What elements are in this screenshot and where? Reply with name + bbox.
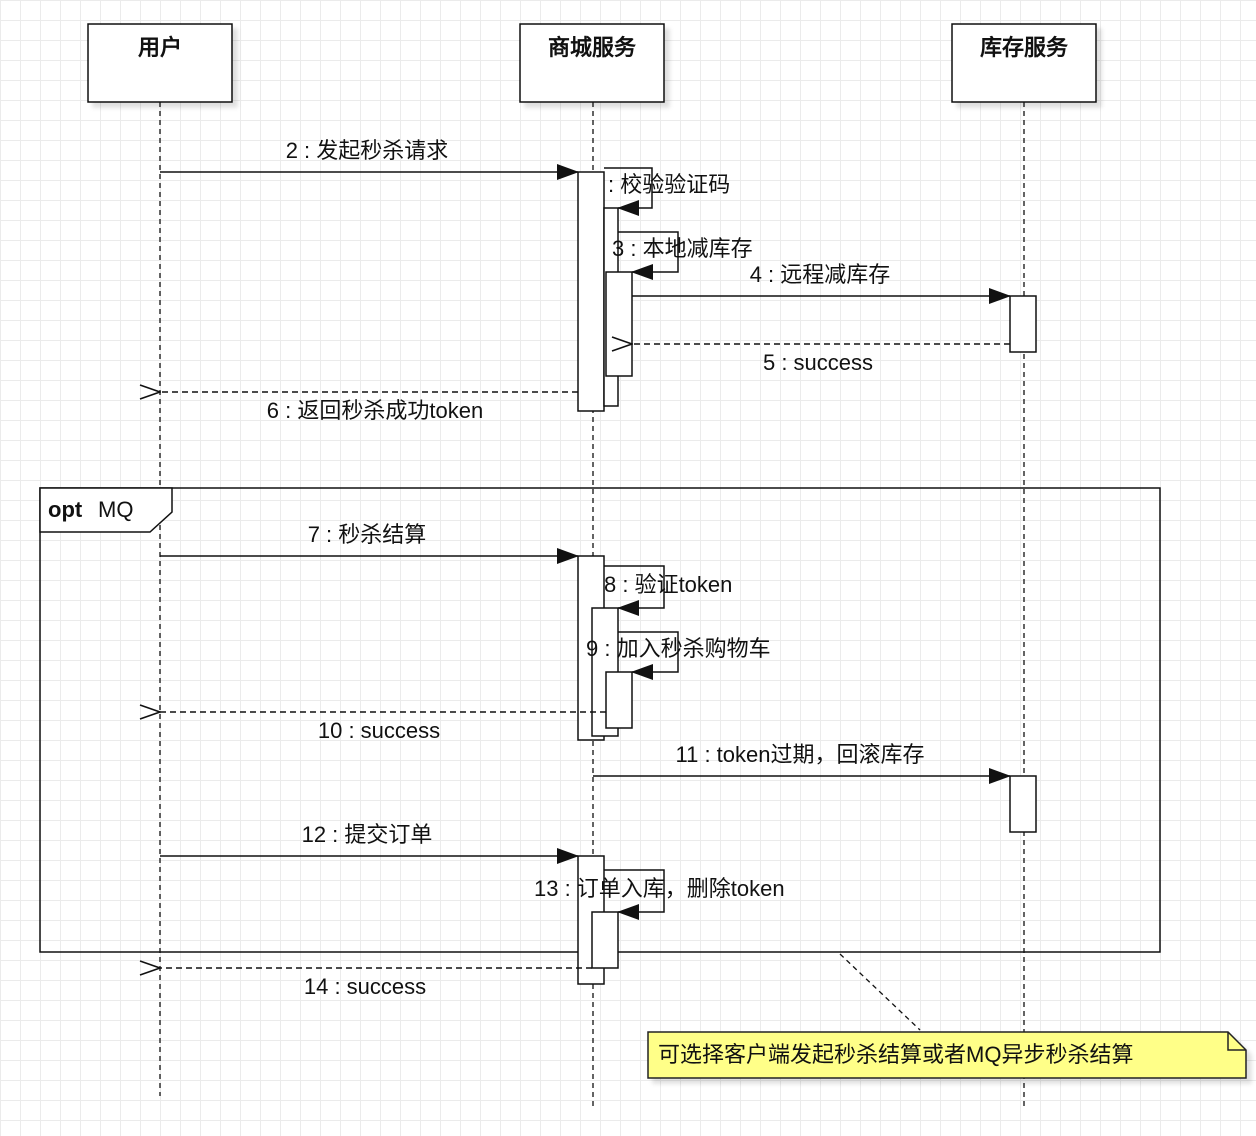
- message-3-self[interactable]: 3 : 本地减库存: [612, 231, 753, 280]
- message-4[interactable]: 4 : 远程减库存: [632, 262, 1011, 304]
- message-label: 2 : 发起秒杀请求: [286, 138, 449, 163]
- message-6-reply[interactable]: 6 : 返回秒杀成功token: [160, 392, 578, 423]
- note-text: 可选择客户端发起秒杀结算或者MQ异步秒杀结算: [658, 1042, 1133, 1067]
- message-label: 9 : 加入秒杀购物车: [586, 636, 771, 661]
- note[interactable]: 可选择客户端发起秒杀结算或者MQ异步秒杀结算: [647, 1031, 1247, 1079]
- message-label: 6 : 返回秒杀成功token: [267, 398, 483, 423]
- message-label: 11 : token过期，回滚库存: [676, 742, 925, 767]
- message-2[interactable]: 2 : 发起秒杀请求: [160, 138, 579, 180]
- message-label: 5 : success: [763, 350, 873, 375]
- message-label: 14 : success: [304, 974, 426, 999]
- message-9-self[interactable]: 9 : 加入秒杀购物车: [586, 631, 771, 680]
- activation-mall: [605, 671, 633, 729]
- lifeline-user-label: 用户: [138, 35, 182, 60]
- message-10-reply[interactable]: 10 : success: [160, 712, 606, 743]
- message-11[interactable]: 11 : token过期，回滚库存: [593, 742, 1011, 784]
- lifeline-stock-label: 库存服务: [980, 35, 1069, 60]
- message-8-self[interactable]: 8 : 验证token: [604, 565, 732, 616]
- lifeline-mall[interactable]: 商城服务: [519, 23, 665, 103]
- message-5-reply[interactable]: 5 : success: [632, 344, 1010, 375]
- fragment-keyword: opt: [48, 497, 83, 522]
- message-14-reply[interactable]: 14 : success: [160, 968, 592, 999]
- activation-mall: [605, 271, 633, 377]
- message-13-self[interactable]: 13 : 订单入库，删除token: [534, 869, 785, 920]
- fragment-guard: MQ: [98, 497, 133, 522]
- activation-stock: [1009, 775, 1037, 833]
- lifeline-mall-label: 商城服务: [548, 35, 637, 60]
- message-label: 7 : 秒杀结算: [308, 522, 427, 547]
- message-7[interactable]: 7 : 秒杀结算: [160, 522, 579, 564]
- message-label: 13 : 订单入库，删除token: [534, 876, 785, 901]
- opt-fragment[interactable]: opt MQ: [39, 487, 1161, 953]
- message-label: 4 : 远程减库存: [750, 262, 891, 287]
- message-label: 3 : 本地减库存: [612, 236, 753, 261]
- activation-mall: [591, 911, 619, 969]
- activation-stock: [1009, 295, 1037, 353]
- message-12[interactable]: 12 : 提交订单: [160, 822, 579, 864]
- note-anchor-line: [839, 953, 921, 1031]
- activation-mall: [577, 171, 605, 412]
- message-label: 10 : success: [318, 718, 440, 743]
- message-label: : 校验验证码: [608, 172, 730, 197]
- message-1-self[interactable]: : 校验验证码: [604, 167, 730, 216]
- lifeline-user[interactable]: 用户: [87, 23, 233, 103]
- lifeline-stock[interactable]: 库存服务: [951, 23, 1097, 103]
- message-label: 12 : 提交订单: [302, 822, 433, 847]
- message-label: 8 : 验证token: [604, 572, 732, 597]
